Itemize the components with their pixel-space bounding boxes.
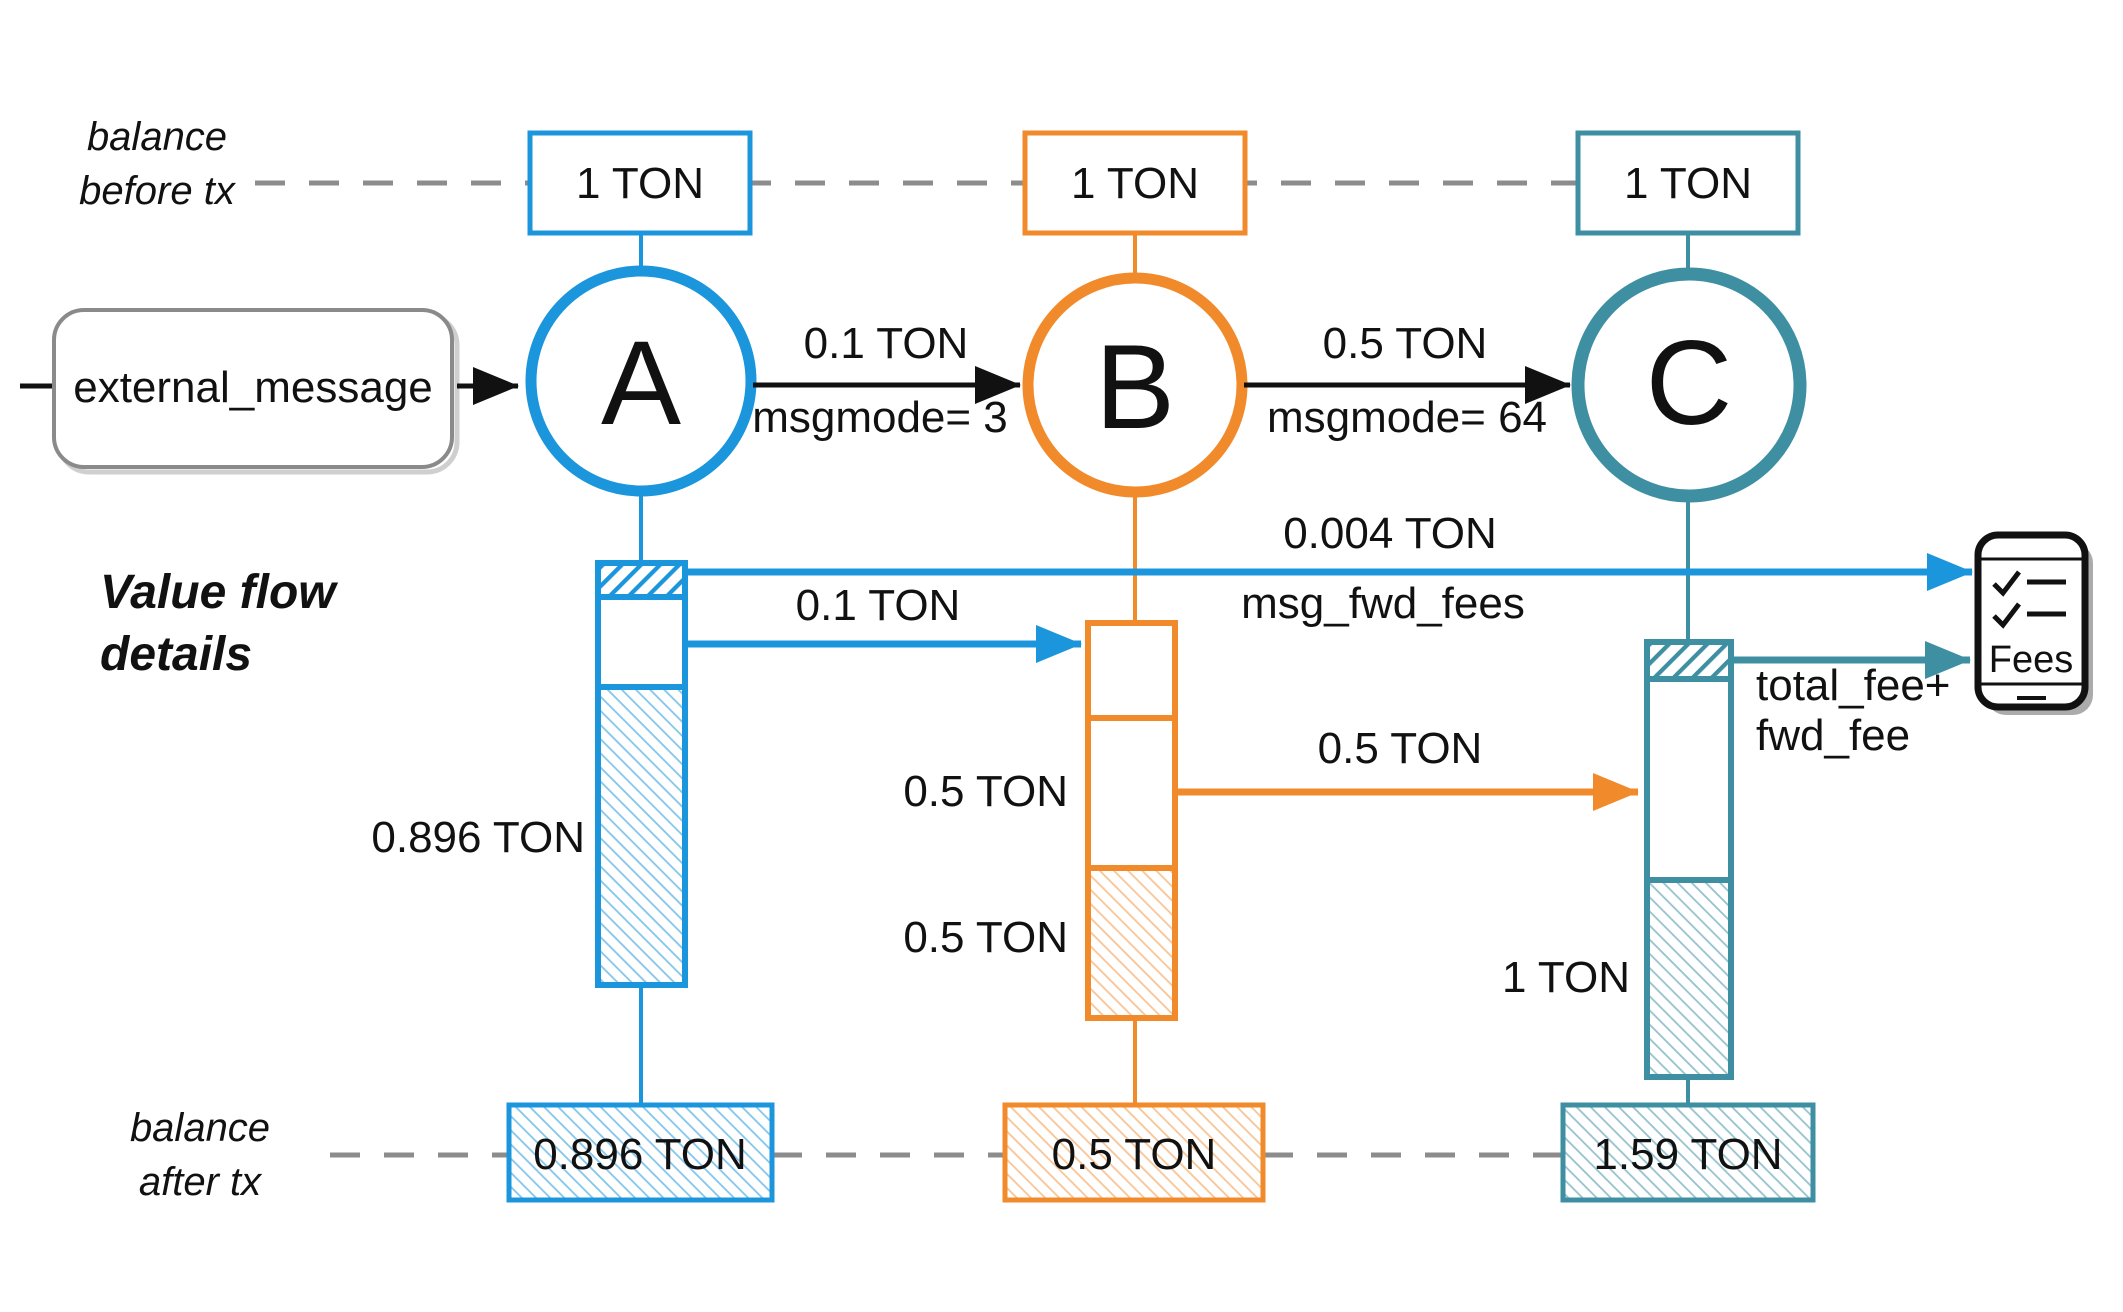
value-bar-c: 1 TON	[1502, 639, 1734, 1080]
balance-before-box-b	[1022, 130, 1248, 236]
balance-before-value-b: 1 TON	[1071, 159, 1199, 208]
bar-b-kept-label: 0.5 TON	[903, 913, 1068, 962]
account-a: A	[525, 265, 757, 497]
flow-b-to-c-value: 0.5 TON	[1318, 724, 1483, 773]
balance-after-box-c	[1560, 1102, 1816, 1203]
message-value-a-to-b: 0.1 TON	[804, 319, 969, 368]
value-bar-a: 0.896 TON	[371, 560, 688, 988]
balance-after-box-b	[1002, 1102, 1266, 1203]
flow-total-fee: total_fee+ fwd_fee	[1733, 641, 1971, 760]
balance-after-value-a: 0.896 TON	[533, 1130, 747, 1179]
fees-icon: Fees	[1974, 531, 2093, 715]
fees-icon-label: Fees	[1989, 639, 2073, 681]
check-icon-1	[1992, 570, 2021, 597]
balance-before-row: balance before tx 1 TON 1 TON 1 TON	[79, 115, 1801, 236]
bar-a-remaining-segment	[595, 684, 688, 988]
bar-b-remaining-segment	[1085, 865, 1178, 1021]
bar-c-remaining-segment	[1644, 877, 1734, 1080]
fees-icon-body	[1974, 531, 2089, 711]
balance-before-label-line2: before tx	[79, 169, 237, 213]
flow-msg-fwd-fees: 0.004 TON msg_fwd_fees	[685, 509, 1973, 628]
account-letter-b: B	[1095, 320, 1175, 454]
flow-a-to-b-value: 0.1 TON	[796, 581, 961, 630]
balance-before-value-c: 1 TON	[1624, 159, 1752, 208]
external-message: external_message	[20, 308, 519, 475]
message-mode-a-to-b: msgmode= 3	[752, 393, 1008, 442]
message-value-b-to-c: 0.5 TON	[1323, 319, 1488, 368]
external-message-label: external_message	[73, 363, 433, 412]
balance-before-label-line1: balance	[87, 115, 227, 159]
check-icon-2	[1992, 602, 2021, 629]
balance-before-value-a: 1 TON	[576, 159, 704, 208]
balance-after-box-a	[506, 1102, 775, 1203]
account-letter-c: C	[1646, 316, 1733, 450]
balance-after-row: balance after tx 0.896 TON 0.5 TON 1.59 …	[130, 1102, 1816, 1204]
bar-a-remaining-label: 0.896 TON	[371, 813, 585, 862]
bar-b-sent-label: 0.5 TON	[903, 767, 1068, 816]
flow-a-to-b: 0.1 TON	[685, 581, 1082, 663]
flow-total-fee-label-line1: total_fee+	[1756, 661, 1951, 710]
bar-c-fee-segment	[1644, 639, 1734, 682]
value-bar-b: 0.5 TON 0.5 TON	[903, 620, 1178, 1021]
value-flow-heading-line2: details	[100, 628, 252, 681]
value-flow-heading-line1: Value flow	[100, 566, 338, 619]
balance-after-label-line1: balance	[130, 1106, 270, 1150]
balance-after-value-c: 1.59 TON	[1593, 1130, 1782, 1179]
account-b: B	[1022, 272, 1248, 498]
bar-b-received-segment	[1085, 620, 1178, 721]
balance-after-label-line2: after tx	[139, 1160, 263, 1204]
bar-b-sent-segment	[1085, 715, 1178, 871]
flow-msg-fwd-fees-value: 0.004 TON	[1283, 509, 1497, 558]
message-a-to-b: 0.1 TON msgmode= 3	[752, 319, 1021, 442]
flow-msg-fwd-fees-label: msg_fwd_fees	[1241, 579, 1525, 628]
flow-total-fee-label-line2: fwd_fee	[1756, 711, 1910, 760]
account-c: C	[1571, 267, 1807, 503]
bar-a-sent-segment	[595, 594, 688, 690]
message-mode-b-to-c: msgmode= 64	[1267, 393, 1547, 442]
external-message-box	[52, 308, 454, 469]
message-b-to-c: 0.5 TON msgmode= 64	[1244, 319, 1571, 442]
bar-a-fee-segment	[595, 560, 688, 600]
bar-c-remaining-label: 1 TON	[1502, 953, 1630, 1002]
flow-b-to-c: 0.5 TON	[1178, 724, 1639, 811]
balance-after-value-b: 0.5 TON	[1052, 1130, 1217, 1179]
account-letter-a: A	[601, 316, 681, 450]
bar-c-received-segment	[1644, 676, 1734, 883]
